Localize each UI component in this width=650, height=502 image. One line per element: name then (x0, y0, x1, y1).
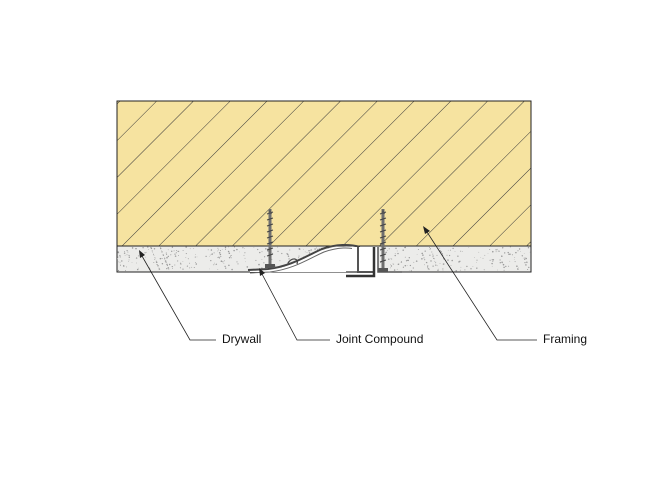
joint-bead-assembly (247, 243, 402, 278)
framing-member (116, 100, 532, 247)
bead-flange-curve (247, 243, 361, 271)
screw-left (265, 209, 275, 268)
label-drywall: Drywall (222, 332, 261, 346)
screw-right (378, 209, 388, 272)
leader-framing (423, 226, 537, 341)
leader-joint-compound (259, 268, 330, 341)
leader-drywall (139, 250, 216, 341)
label-joint-compound: Joint Compound (336, 332, 423, 346)
joint-compound-fill (250, 246, 358, 272)
label-framing: Framing (543, 332, 587, 346)
